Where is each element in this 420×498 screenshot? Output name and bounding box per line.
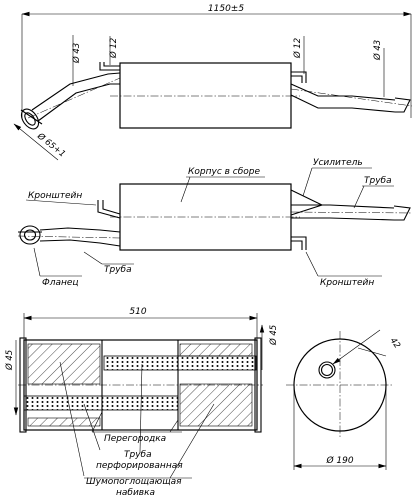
partition-leader-2 bbox=[169, 419, 179, 433]
perforated-pipe-lower bbox=[23, 395, 179, 411]
inlet-pipe bbox=[31, 72, 121, 122]
side-outlet-centerline bbox=[290, 211, 413, 214]
side-inlet-centerline bbox=[17, 235, 121, 239]
perforated-label-1: Труба bbox=[124, 450, 152, 460]
end-view-pipe-inner bbox=[320, 363, 334, 377]
bracket-left-leader bbox=[25, 199, 97, 206]
bracket-rod-left-label: Ø 12 bbox=[108, 38, 119, 59]
bracket-left-label: Кронштейн bbox=[28, 191, 82, 201]
side-flange bbox=[18, 225, 42, 245]
outlet-centerline bbox=[290, 88, 413, 107]
pipe-diameter-left-label: Ø 45 bbox=[4, 350, 15, 371]
inlet-flange bbox=[20, 108, 43, 130]
outlet-tip bbox=[394, 97, 411, 113]
flange-leader bbox=[33, 247, 41, 277]
inlet-pipe-centerline bbox=[27, 77, 121, 119]
bracket-left-top bbox=[99, 62, 120, 71]
absorbing-leader-2 bbox=[169, 403, 215, 479]
outlet-diameter-label: Ø 43 bbox=[372, 40, 383, 61]
flange-dim-line bbox=[13, 123, 37, 143]
reinforcement-leader bbox=[302, 167, 313, 197]
body-length-label: 510 bbox=[129, 307, 146, 317]
absorbing-label-2: набивка bbox=[116, 488, 155, 498]
pipe-lower-label: Труба bbox=[104, 265, 132, 275]
absorbing-label-1: Шумопоглощающая bbox=[86, 477, 182, 487]
packing-bottom-left bbox=[27, 417, 101, 427]
overall-length-label: 1150±5 bbox=[208, 4, 244, 14]
perforated-label-2: перфорированная bbox=[96, 461, 183, 471]
absorbing-leader-1 bbox=[59, 361, 85, 477]
body-height-label: Ø 45 bbox=[268, 325, 279, 346]
bracket-right-label: Кронштейн bbox=[320, 278, 374, 288]
housing-label: Корпус в сборе bbox=[188, 167, 261, 177]
flange-dim-ext bbox=[35, 141, 59, 161]
section-view: 510 Ø 45 Ø 45 Перегородка Труба перфо bbox=[4, 307, 279, 498]
end-view: 42 Ø 190 bbox=[286, 329, 402, 470]
pipe-right-leader bbox=[353, 185, 365, 209]
offset-dim-line bbox=[332, 329, 381, 365]
pipe-lower-leader bbox=[83, 251, 103, 265]
bracket-rod-right-label: Ø 12 bbox=[292, 38, 303, 59]
partition-label: Перегородка bbox=[104, 434, 166, 444]
packing-top-right bbox=[179, 343, 253, 357]
offset-dim-ext bbox=[357, 347, 387, 357]
packing-bottom-right bbox=[179, 383, 253, 427]
top-view: 1150±5 Ø 43 Ø 12 Ø 65+1 Ø 12 Ø 43 bbox=[13, 4, 413, 161]
partition-leader-1 bbox=[91, 411, 103, 433]
side-outlet-tip bbox=[393, 205, 411, 221]
perforated-leader-2 bbox=[139, 363, 143, 453]
reinforcement-wedge bbox=[290, 189, 324, 216]
side-outlet-pipe bbox=[291, 204, 395, 221]
housing-leader bbox=[180, 176, 191, 203]
perforated-leader-1 bbox=[83, 403, 101, 451]
outlet-pipe bbox=[290, 83, 396, 113]
inlet-diameter-label: Ø 43 bbox=[71, 43, 82, 64]
reinforcement-label: Усилитель bbox=[313, 158, 363, 168]
end-diameter-label: Ø 190 bbox=[325, 455, 353, 466]
bracket-right-top bbox=[291, 71, 307, 83]
bracket-left-side bbox=[97, 200, 121, 219]
perforated-pipe-upper bbox=[103, 355, 257, 371]
bracket-right-leader bbox=[305, 251, 319, 277]
end-view-pipe-circle bbox=[318, 361, 336, 379]
bracket-right-side bbox=[291, 236, 307, 250]
side-inlet-pipe bbox=[39, 227, 121, 247]
flange-label: Фланец bbox=[42, 278, 79, 288]
side-view: Корпус в сборе Усилитель Труба Кронштейн… bbox=[17, 158, 413, 288]
end-offset-label: 42 bbox=[388, 336, 402, 351]
packing-top-left bbox=[27, 343, 101, 385]
muffler-body-top bbox=[119, 62, 292, 129]
pipe-right-label: Труба bbox=[364, 176, 392, 186]
